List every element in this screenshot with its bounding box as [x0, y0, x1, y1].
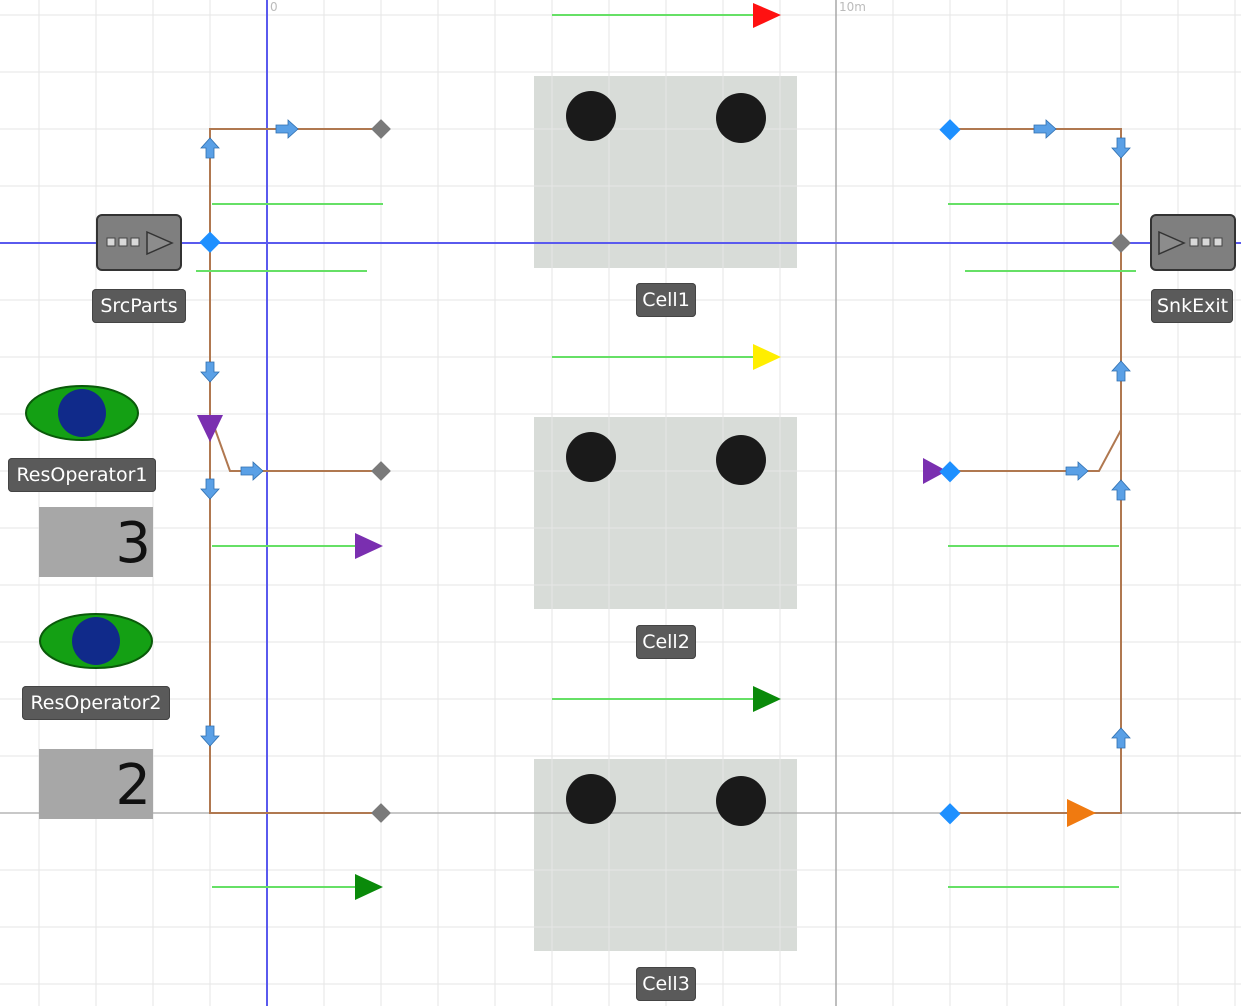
cell-stations — [566, 91, 766, 826]
node-blue[interactable] — [939, 461, 961, 483]
sink-icon[interactable] — [1150, 214, 1236, 271]
green-arrow-icon — [355, 874, 383, 900]
node-gray[interactable] — [1111, 233, 1131, 253]
purple-arrow-icon — [923, 458, 947, 484]
cell-1-label[interactable]: Cell1 — [636, 283, 696, 317]
yellow-arrow-icon — [753, 344, 781, 370]
node-blue[interactable] — [939, 119, 961, 141]
node-gray[interactable] — [371, 461, 391, 481]
source-icon[interactable] — [96, 214, 182, 271]
sink-label[interactable]: SnkExit — [1151, 289, 1233, 323]
operator-eye-icon[interactable] — [39, 613, 153, 669]
node-blue[interactable] — [199, 231, 221, 253]
green-arrow-icon — [753, 686, 781, 712]
purple-arrow-icon — [355, 533, 383, 559]
purple-down-arrow-icon — [197, 415, 223, 442]
operator-eye-icon[interactable] — [25, 385, 139, 441]
operator-2-label[interactable]: ResOperator2 — [22, 686, 170, 720]
source-label[interactable]: SrcParts — [92, 289, 186, 323]
red-arrow-icon — [753, 3, 781, 28]
operator-1-label[interactable]: ResOperator1 — [8, 458, 156, 492]
ruler-10m-label: 10m — [839, 0, 866, 14]
node-blue[interactable] — [939, 803, 961, 825]
direction-arrows — [200, 119, 1131, 749]
operator-1-count: 3 — [39, 507, 153, 577]
cell-3-label[interactable]: Cell3 — [636, 967, 696, 1001]
ruler-origin-label: 0 — [270, 0, 278, 14]
queue-lines — [196, 14, 1136, 888]
orange-arrow-icon — [1067, 799, 1096, 827]
node-gray[interactable] — [371, 803, 391, 823]
nodes[interactable] — [199, 119, 1131, 825]
node-gray[interactable] — [371, 119, 391, 139]
operator-2-count: 2 — [39, 749, 153, 819]
cell-2-label[interactable]: Cell2 — [636, 625, 696, 659]
